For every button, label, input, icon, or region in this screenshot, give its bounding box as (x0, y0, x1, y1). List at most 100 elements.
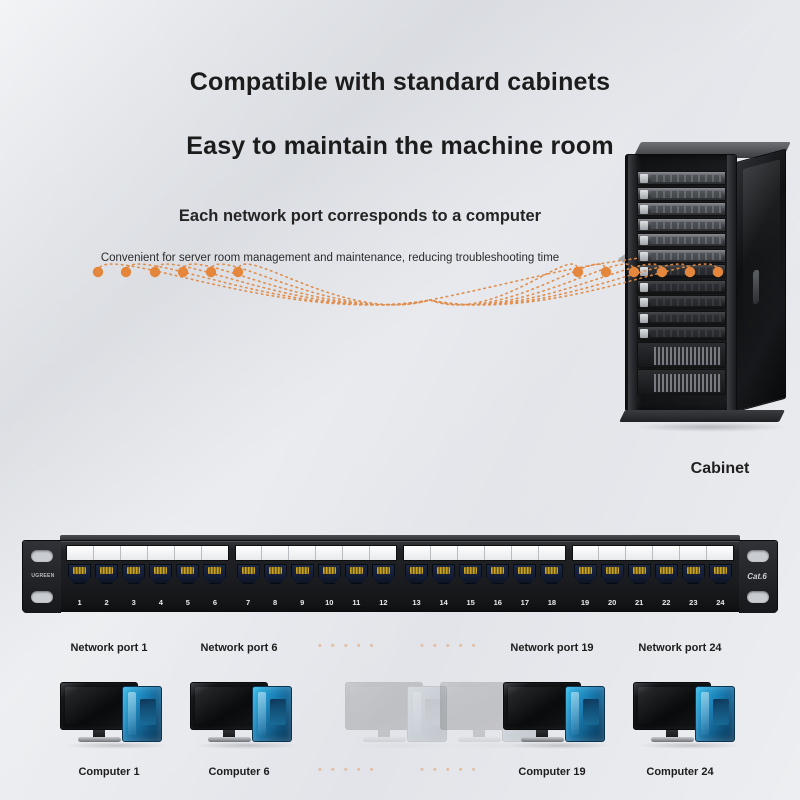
rj45-port-9[interactable] (290, 564, 315, 596)
jack-body (263, 564, 287, 584)
connection-dot (712, 266, 724, 278)
gold-contacts (659, 567, 673, 574)
rj45-port-4[interactable] (148, 564, 173, 596)
mount-hole (31, 591, 53, 603)
monitor-neck (666, 730, 678, 738)
jack-body (654, 564, 678, 584)
port-number: 20 (607, 598, 617, 607)
label-cell (431, 546, 458, 560)
port-number: 8 (273, 598, 278, 607)
label-cell (262, 546, 290, 560)
connection-line (125, 263, 431, 306)
rj45-port-5[interactable] (175, 564, 200, 596)
server-vent-unit (637, 341, 726, 368)
port-number: 23 (689, 598, 698, 607)
rj45-port-2[interactable] (94, 564, 119, 596)
jack-row (572, 561, 735, 596)
rj45-port-21[interactable] (627, 564, 652, 596)
rj45-port-3[interactable] (121, 564, 146, 596)
computer-illustration (503, 680, 623, 752)
port-number: 16 (493, 598, 502, 607)
rj45-port-1[interactable] (67, 564, 92, 596)
label-cell (707, 546, 733, 560)
rj45-port-23[interactable] (681, 564, 706, 596)
port-number: 11 (352, 598, 361, 607)
monitor-base (208, 737, 251, 742)
computer-label: Computer 19 (518, 766, 586, 778)
computer-shadow (444, 742, 548, 749)
rj45-port-13[interactable] (404, 564, 429, 596)
jack-body (68, 564, 92, 584)
jack-body (627, 564, 651, 584)
computer-label: Computer 24 (646, 766, 714, 778)
port-number: 6 (212, 598, 218, 607)
gold-contacts (686, 567, 700, 574)
label-cell (680, 546, 708, 560)
rj45-port-6[interactable] (202, 564, 227, 596)
gold-contacts (464, 567, 478, 574)
port-number: 2 (104, 598, 109, 607)
jack-body (573, 564, 597, 584)
rj45-port-22[interactable] (654, 564, 679, 596)
port-number: 24 (716, 598, 725, 607)
computer-illustration (633, 680, 753, 752)
port-number: 18 (547, 598, 557, 607)
jack-body (371, 564, 395, 584)
rj45-port-11[interactable] (344, 564, 369, 596)
network-port-label: Network port 19 (510, 642, 594, 654)
monitor-neck (378, 730, 390, 738)
rj45-port-15[interactable] (458, 564, 483, 596)
jack-row (66, 561, 229, 596)
ellipsis-marker: • • • • • (420, 640, 479, 652)
label-strip (403, 545, 566, 561)
label-cell (404, 546, 431, 560)
rj45-port-7[interactable] (236, 564, 261, 596)
rj45-port-12[interactable] (371, 564, 396, 596)
jack-body (344, 564, 368, 584)
connection-dot (149, 266, 161, 278)
rj45-port-18[interactable] (539, 564, 564, 596)
computer-shadow (637, 742, 741, 749)
server-unit (637, 310, 726, 325)
rj45-port-17[interactable] (512, 564, 537, 596)
caption: Convenient for server room management an… (100, 252, 560, 264)
pc-tower (695, 686, 735, 742)
rj45-port-14[interactable] (431, 564, 456, 596)
cabinet-rail-left (628, 155, 637, 411)
gold-contacts (713, 567, 727, 574)
server-unit (637, 186, 726, 201)
label-strip (66, 545, 229, 561)
computer-illustration (60, 680, 180, 752)
rj45-port-10[interactable] (317, 564, 342, 596)
server-unit (637, 326, 726, 340)
monitor-neck (223, 730, 235, 738)
jack-body (95, 564, 119, 584)
connection-dot (92, 266, 104, 278)
label-cell (202, 546, 228, 560)
rj45-port-24[interactable] (708, 564, 733, 596)
monitor-neck (536, 730, 548, 738)
jack-body (432, 564, 456, 584)
connection-lines (92, 257, 724, 306)
network-port-label: Network port 6 (200, 642, 278, 654)
connection-line (210, 263, 431, 306)
gold-contacts (295, 567, 309, 574)
computer-shadow (64, 742, 168, 749)
rack-ear-left: UGREEN (23, 541, 61, 613)
label-cell (175, 546, 202, 560)
server-unit (637, 295, 726, 309)
rack-ear-right: Cat.6 (739, 541, 777, 613)
ellipsis-marker: • • • • • (318, 764, 377, 776)
rj45-port-19[interactable] (573, 564, 598, 596)
jack-row (403, 561, 566, 596)
gold-contacts (491, 567, 505, 574)
rj45-port-20[interactable] (600, 564, 625, 596)
monitor-base (78, 737, 121, 742)
rj45-port-16[interactable] (485, 564, 510, 596)
rj45-port-8[interactable] (263, 564, 288, 596)
